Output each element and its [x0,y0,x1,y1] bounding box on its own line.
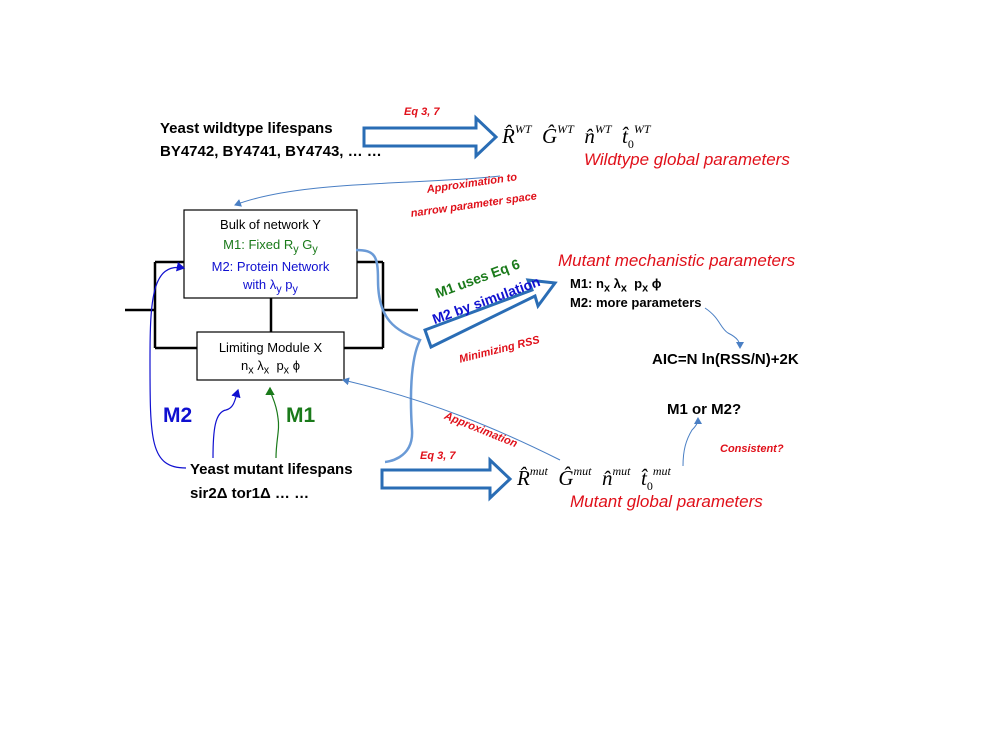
consistent-label: Consistent? [720,443,784,455]
limiting-box-params: nx λx px ϕ [241,358,300,377]
symbol-r: R̂ [517,466,530,490]
circuit-wires [125,260,418,350]
bulk-box-title: Bulk of network Y [220,217,321,232]
mutant-params-label: Mutant global parameters [570,492,763,511]
model-choice: M1 or M2? [667,401,742,418]
bulk-box-m2-line2: with λy py [243,277,298,296]
symbol-t: t̂ [622,124,628,148]
mutant-to-choice-connector [682,417,702,467]
bulk-network-box [183,209,358,299]
m2-label: M2 [163,404,193,427]
mechanistic-to-aic-connector [704,307,744,349]
bulk-box-m2-line1: M2: Protein Network [211,259,330,274]
mutant-title: Yeast mutant lifespans [190,461,353,478]
wildtype-arrow-label: Eq 3, 7 [404,106,440,118]
m2-short-curve [212,388,241,459]
curly-brace-connector [355,248,422,464]
symbol-n: n̂ [602,466,613,490]
m2-curve [149,261,187,469]
symbol-n: n̂ [584,124,595,148]
mutant-to-limiting-connector [342,377,561,461]
symbol-g: Ĝ [542,124,558,148]
mutant-arrow-label: Eq 3, 7 [420,450,456,462]
m1-label: M1 [286,404,316,427]
mechanistic-title: Mutant mechanistic parameters [558,251,796,270]
m1-curve [265,386,280,459]
aic-formula: AIC=N ln(RSS/N)+2K [652,351,799,368]
mutant-parameter-symbols: R̂mut Ĝmut n̂mut t̂0mut [517,464,671,494]
mechanistic-m1: M1: nx λx px ϕ [570,276,662,295]
wildtype-parameter-symbols: R̂WT ĜWT n̂WT t̂0WT [502,122,651,152]
mutant-strains: sir2Δ tor1Δ … … [190,485,310,502]
limiting-box-title: Limiting Module X [218,340,323,355]
wildtype-strains: BY4742, BY4741, BY4743, … … [160,143,382,160]
symbol-g: Ĝ [558,466,574,490]
wildtype-block-arrow [362,114,499,160]
approx-connector [234,175,501,207]
symbol-t: t̂ [641,466,647,490]
mechanistic-m2: M2: more parameters [570,295,702,310]
wildtype-params-label: Wildtype global parameters [584,150,790,169]
symbol-r: R̂ [502,124,515,148]
bulk-box-m1: M1: Fixed Ry Gy [223,237,318,256]
mutant-block-arrow [380,456,513,502]
limiting-module-box [196,331,345,381]
wildtype-title: Yeast wildtype lifespans [160,120,333,137]
fitting-block-arrow [423,278,558,350]
